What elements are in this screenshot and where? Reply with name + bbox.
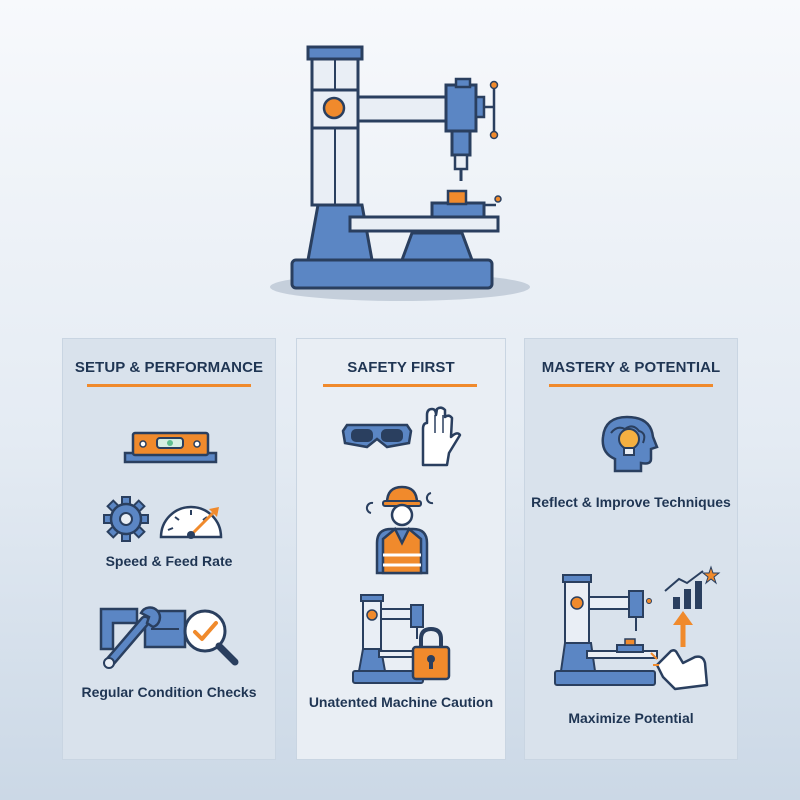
unattended-machine-caution-label: Unatented Machine Caution — [308, 694, 494, 710]
title-underline — [549, 384, 713, 387]
panel-title: SETUP & PERFORMANCE — [74, 359, 264, 376]
radial-drill-press-icon — [250, 35, 540, 310]
drill-press-growth-icon — [553, 565, 721, 692]
regular-condition-checks-label: Regular Condition Checks — [81, 684, 257, 700]
maximize-potential-label: Maximize Potential — [568, 710, 694, 726]
worker-safety-vest-icon — [365, 481, 435, 575]
safety-first-panel: SAFETY FIRST — [296, 338, 506, 760]
setup-performance-panel: SETUP & PERFORMANCE — [62, 338, 276, 760]
panel-title: SAFETY FIRST — [347, 359, 455, 376]
wrench-clamp-magnifier-icon — [97, 601, 247, 671]
speed-feed-rate-label: Speed & Feed Rate — [105, 553, 233, 569]
goggles-gloves-icon — [339, 406, 469, 467]
title-underline — [323, 384, 477, 387]
spirit-level-icon — [123, 431, 218, 466]
head-lightbulb-icon — [597, 413, 663, 473]
drill-press-padlock-icon — [349, 591, 459, 687]
title-underline — [87, 384, 251, 387]
reflect-improve-label: Reflect & Improve Techniques — [531, 494, 731, 510]
panel-title: MASTERY & POTENTIAL — [541, 359, 721, 376]
gear-speedometer-icon — [101, 495, 231, 543]
mastery-potential-panel: MASTERY & POTENTIAL Reflect & Improve Te… — [524, 338, 738, 760]
